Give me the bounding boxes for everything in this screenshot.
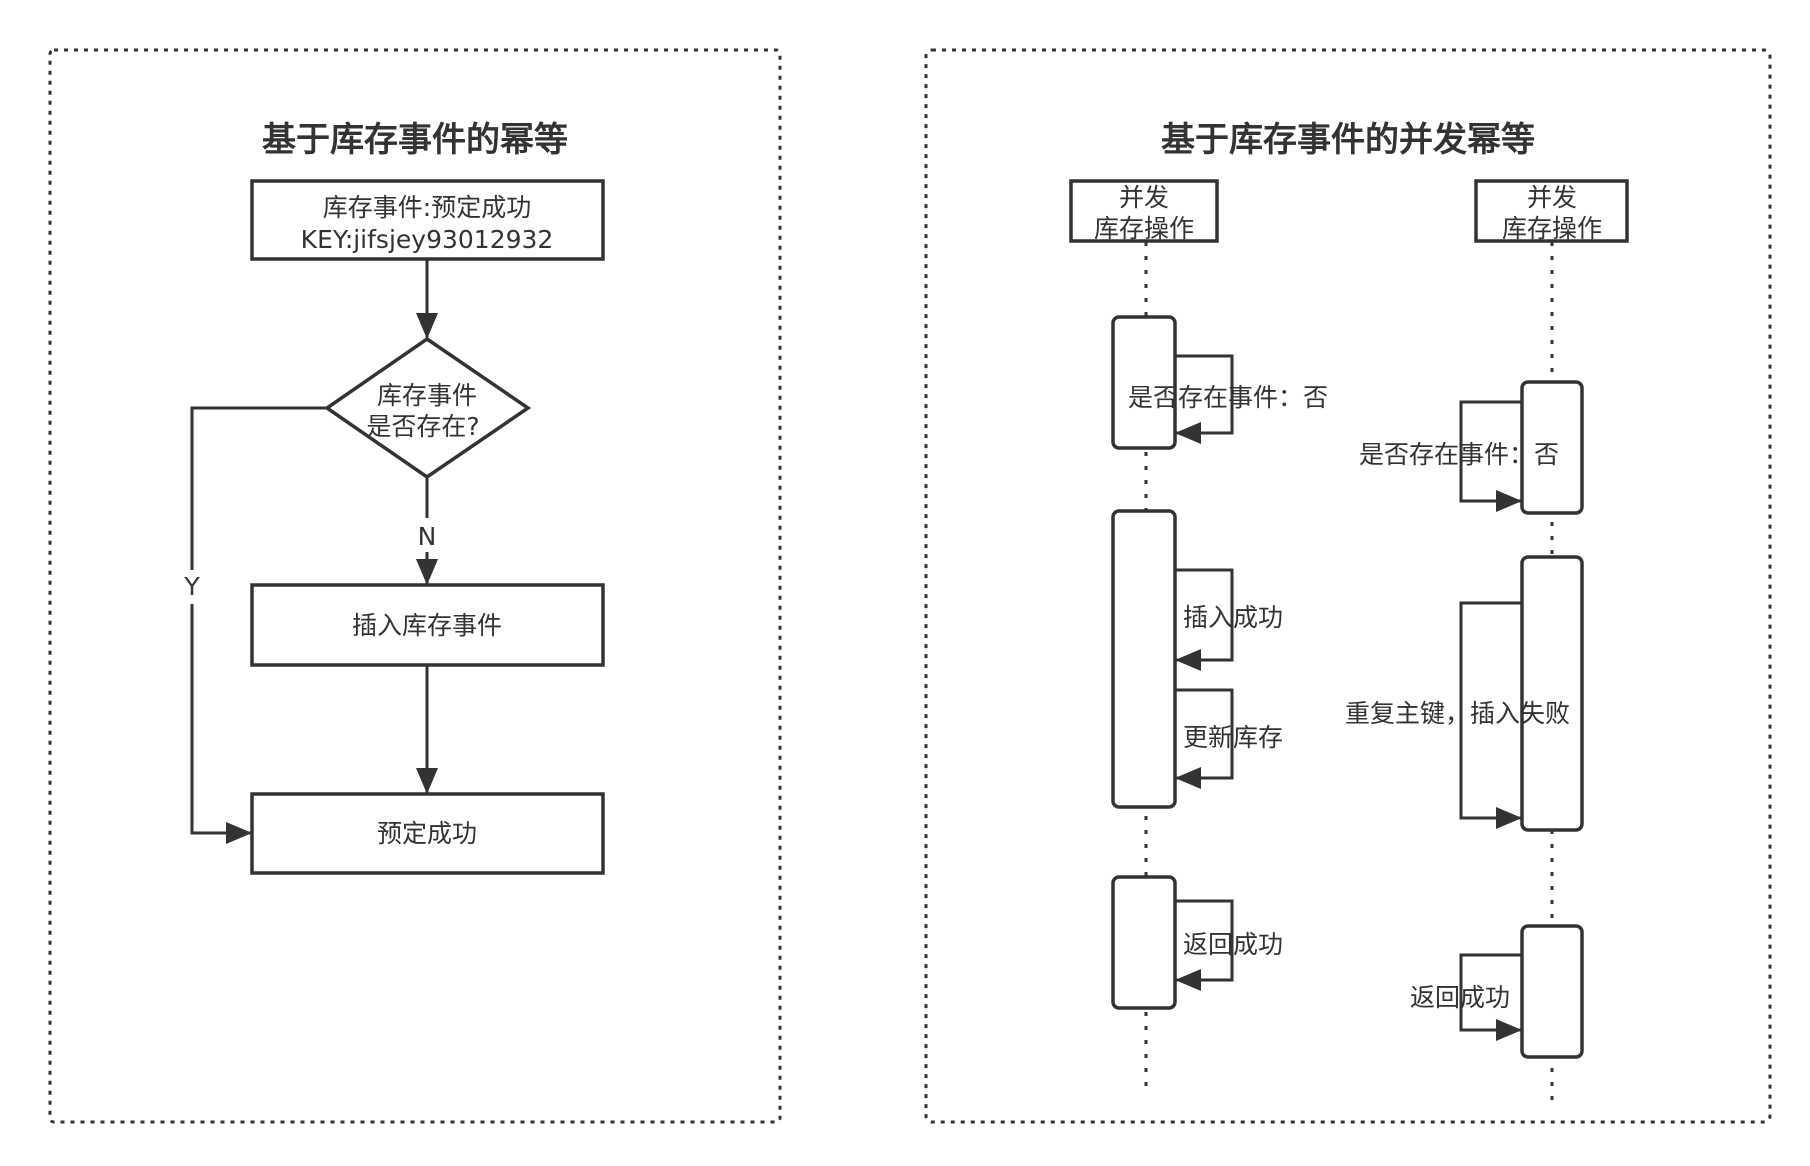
- lane-b-insert-fail-message: 重复主键，插入失败: [1345, 699, 1571, 728]
- lane-b-activation-check: [1520, 380, 1584, 515]
- lane-b-header: [1474, 179, 1629, 243]
- insert-box: [250, 583, 605, 667]
- yes-branch-lower: [190, 604, 252, 844]
- left-panel-border: [48, 48, 782, 1124]
- lane-a-header-line1: 并发: [1118, 183, 1170, 212]
- success-box-label: 预定成功: [376, 819, 478, 848]
- yes-branch-label: Y: [184, 572, 200, 601]
- lane-b-activation-return: [1520, 924, 1584, 1059]
- lane-a-return-loop: [1175, 899, 1234, 991]
- lane-b-header-line2: 库存操作: [1501, 214, 1603, 243]
- event-box: [250, 179, 605, 261]
- lane-a-activation-return: [1111, 875, 1177, 1010]
- lane-a-update-loop: [1175, 688, 1234, 789]
- right-panel-border: [924, 48, 1772, 1124]
- yes-branch-upper: [190, 406, 327, 570]
- lane-b-return-loop: [1459, 953, 1522, 1041]
- lane-b-check-loop: [1459, 400, 1522, 512]
- lane-a-check-loop: [1175, 354, 1234, 444]
- lane-b-return-message: 返回成功: [1410, 983, 1511, 1012]
- right-panel-title: 基于库存事件的并发幂等: [1161, 120, 1535, 160]
- no-branch-label: N: [417, 522, 437, 551]
- lane-a-activation-insert: [1111, 509, 1177, 809]
- lane-a-header-line2: 库存操作: [1093, 214, 1195, 243]
- event-box-line2: KEY:jifsjey93012932: [300, 225, 554, 254]
- event-box-line1: 库存事件:预定成功: [322, 193, 532, 222]
- lane-a-header: [1069, 179, 1219, 243]
- lane-a-insert-loop: [1175, 568, 1234, 671]
- insert-box-label: 插入库存事件: [351, 611, 503, 640]
- lane-a-insert-message: 插入成功: [1183, 603, 1284, 632]
- lane-b-insert-loop: [1459, 601, 1522, 829]
- lane-a-return-message: 返回成功: [1183, 930, 1284, 959]
- lane-a-check-message: 是否存在事件：否: [1128, 383, 1329, 412]
- lane-b-header-line1: 并发: [1526, 183, 1578, 212]
- success-box: [250, 792, 605, 875]
- lane-b-check-message: 是否存在事件：否: [1359, 440, 1560, 469]
- decision-line2: 是否存在?: [366, 412, 480, 441]
- left-panel-title: 基于库存事件的幂等: [262, 120, 568, 160]
- lane-b-activation-insert: [1520, 555, 1584, 832]
- lane-a-update-message: 更新库存: [1183, 723, 1284, 752]
- lane-a-activation-check: [1111, 315, 1177, 450]
- decision-line1: 库存事件: [376, 381, 478, 410]
